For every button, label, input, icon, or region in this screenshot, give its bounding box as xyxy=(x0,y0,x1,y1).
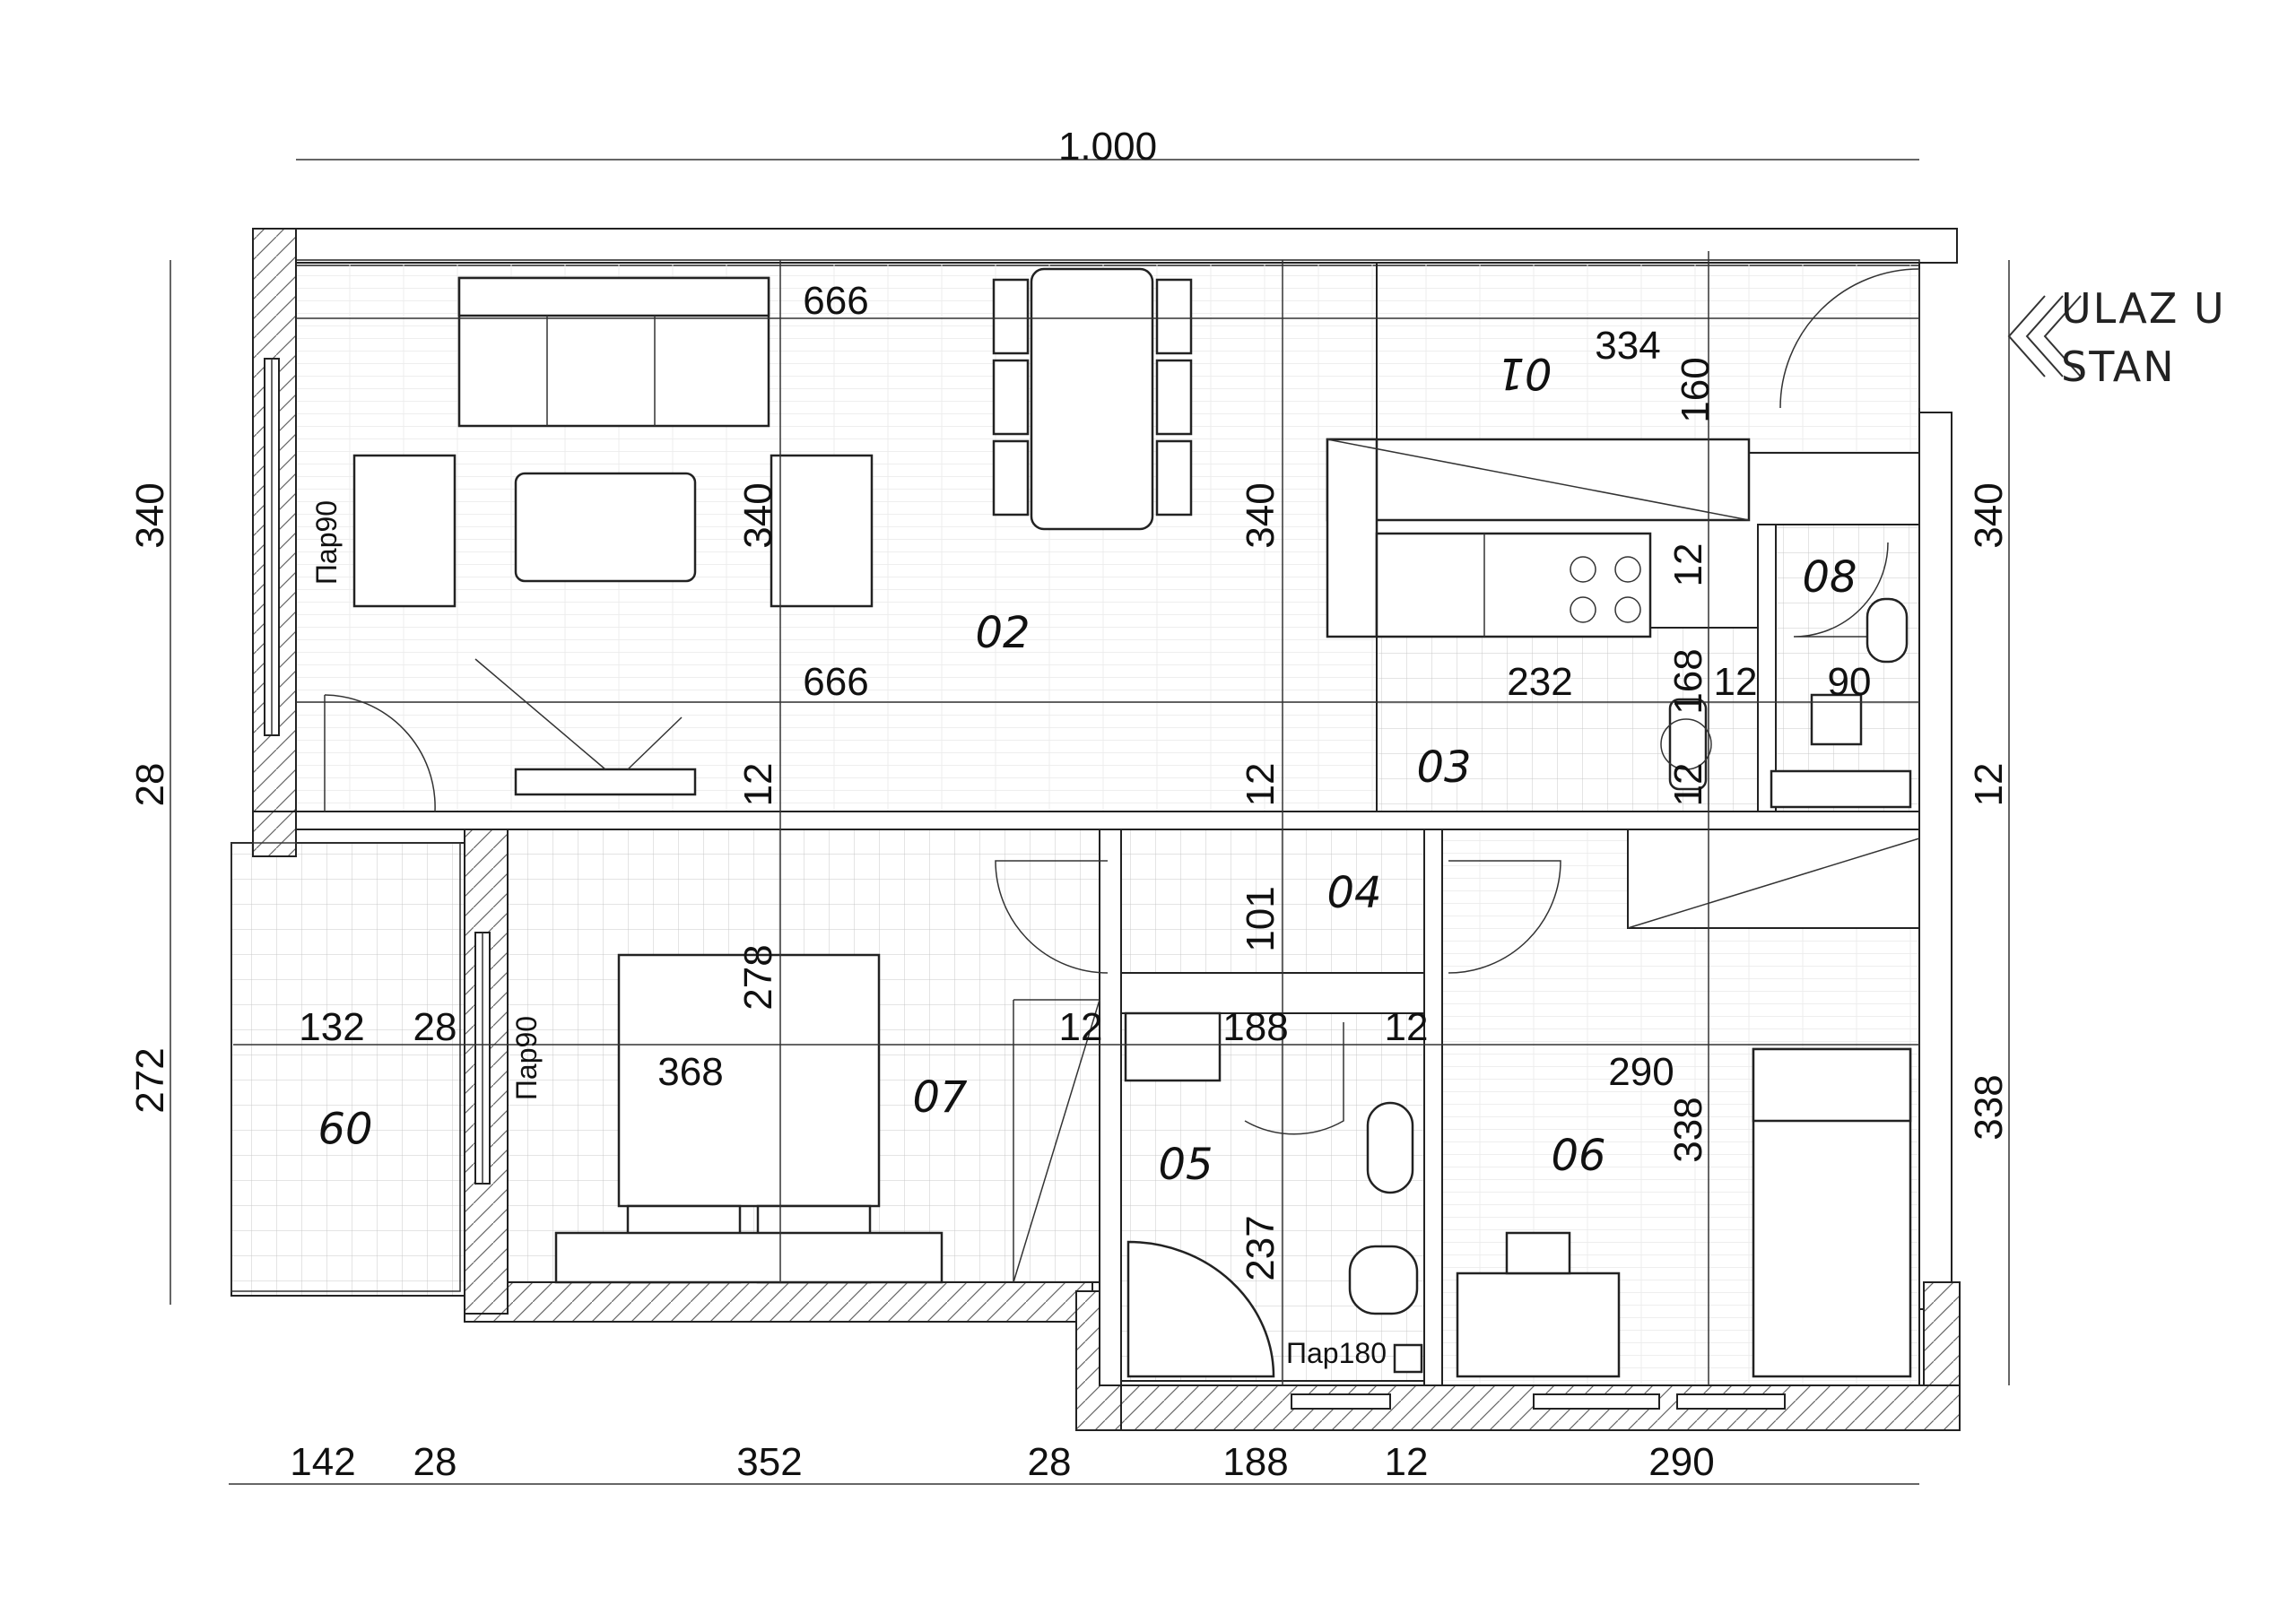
dim-338-inner: 338 xyxy=(1666,1097,1710,1162)
dim-right-12: 12 xyxy=(1967,763,2011,807)
dim-666-mid: 666 xyxy=(803,660,868,704)
dim-left-340: 340 xyxy=(128,482,172,548)
dim-232: 232 xyxy=(1507,660,1572,704)
window-label-bedroom: Пар90 xyxy=(510,1016,543,1100)
dim-12-kitchen: 12 xyxy=(1666,543,1710,587)
dim-bottom-352: 352 xyxy=(736,1440,802,1484)
dimension-lines xyxy=(170,159,2010,1485)
room-08: 08 xyxy=(1802,552,1857,603)
entrance-label-line1: ULAZ U xyxy=(2061,284,2226,333)
dim-290-inner: 290 xyxy=(1608,1050,1674,1094)
window-label-bath: Пар180 xyxy=(1286,1337,1387,1369)
room-03: 03 xyxy=(1416,742,1471,793)
furniture xyxy=(230,267,1912,1378)
dim-28-inner: 28 xyxy=(413,1005,457,1049)
entrance-arrow-icon xyxy=(2007,295,2082,378)
dim-340-a: 340 xyxy=(736,482,780,548)
dim-bottom-290: 290 xyxy=(1648,1440,1714,1484)
dim-278: 278 xyxy=(736,944,780,1010)
bottom-dimension-texts: 142 28 352 28 188 12 290 xyxy=(290,1440,1714,1484)
dim-left-28: 28 xyxy=(128,763,172,807)
dim-bottom-28-a: 28 xyxy=(413,1440,457,1484)
dim-right-338: 338 xyxy=(1967,1074,2011,1140)
inner-dimension-texts: 666 334 160 340 340 12 666 232 168 12 90… xyxy=(299,279,1871,1281)
right-dimension-texts: 340 12 338 xyxy=(1967,482,2011,1140)
dim-12-a: 12 xyxy=(736,763,780,807)
dim-bottom-28-b: 28 xyxy=(1028,1440,1072,1484)
dim-666-top: 666 xyxy=(803,279,868,323)
dim-237: 237 xyxy=(1239,1215,1283,1280)
room-01: 01 xyxy=(1497,348,1552,398)
interior-walls xyxy=(252,524,1920,1386)
doors xyxy=(324,268,1920,1283)
windows xyxy=(264,358,1786,1410)
dim-168: 168 xyxy=(1666,648,1710,714)
dim-188-inner: 188 xyxy=(1222,1005,1288,1049)
dim-bottom-188: 188 xyxy=(1222,1440,1288,1484)
room-05: 05 xyxy=(1158,1140,1213,1190)
left-dimension-texts: 340 28 272 xyxy=(128,482,172,1113)
dim-left-272: 272 xyxy=(128,1047,172,1113)
dim-12-e: 12 xyxy=(1059,1005,1103,1049)
dim-340-b: 340 xyxy=(1239,482,1283,548)
dim-right-340: 340 xyxy=(1967,482,2011,548)
room-09: 09 xyxy=(317,1101,372,1151)
dim-160: 160 xyxy=(1674,357,1718,422)
entrance-label-line2: STAN xyxy=(2061,343,2176,391)
room-02: 02 xyxy=(975,608,1030,658)
dim-101: 101 xyxy=(1239,886,1283,951)
room-06: 06 xyxy=(1551,1131,1605,1181)
dim-bottom-12: 12 xyxy=(1385,1440,1429,1484)
window-label-living: Пар90 xyxy=(310,500,343,585)
dim-bottom-142: 142 xyxy=(290,1440,355,1484)
dim-368: 368 xyxy=(657,1050,723,1094)
dim-132: 132 xyxy=(299,1005,364,1049)
dim-12-f: 12 xyxy=(1385,1005,1429,1049)
total-width-dim: 1.000 xyxy=(1058,125,1157,169)
dim-12-c: 12 xyxy=(1714,660,1758,704)
room-07: 07 xyxy=(912,1072,968,1123)
room-04: 04 xyxy=(1326,868,1381,918)
dim-90: 90 xyxy=(1828,660,1872,704)
dim-12-b: 12 xyxy=(1239,763,1283,807)
dim-12-d: 12 xyxy=(1666,763,1710,807)
dim-334: 334 xyxy=(1595,324,1660,368)
